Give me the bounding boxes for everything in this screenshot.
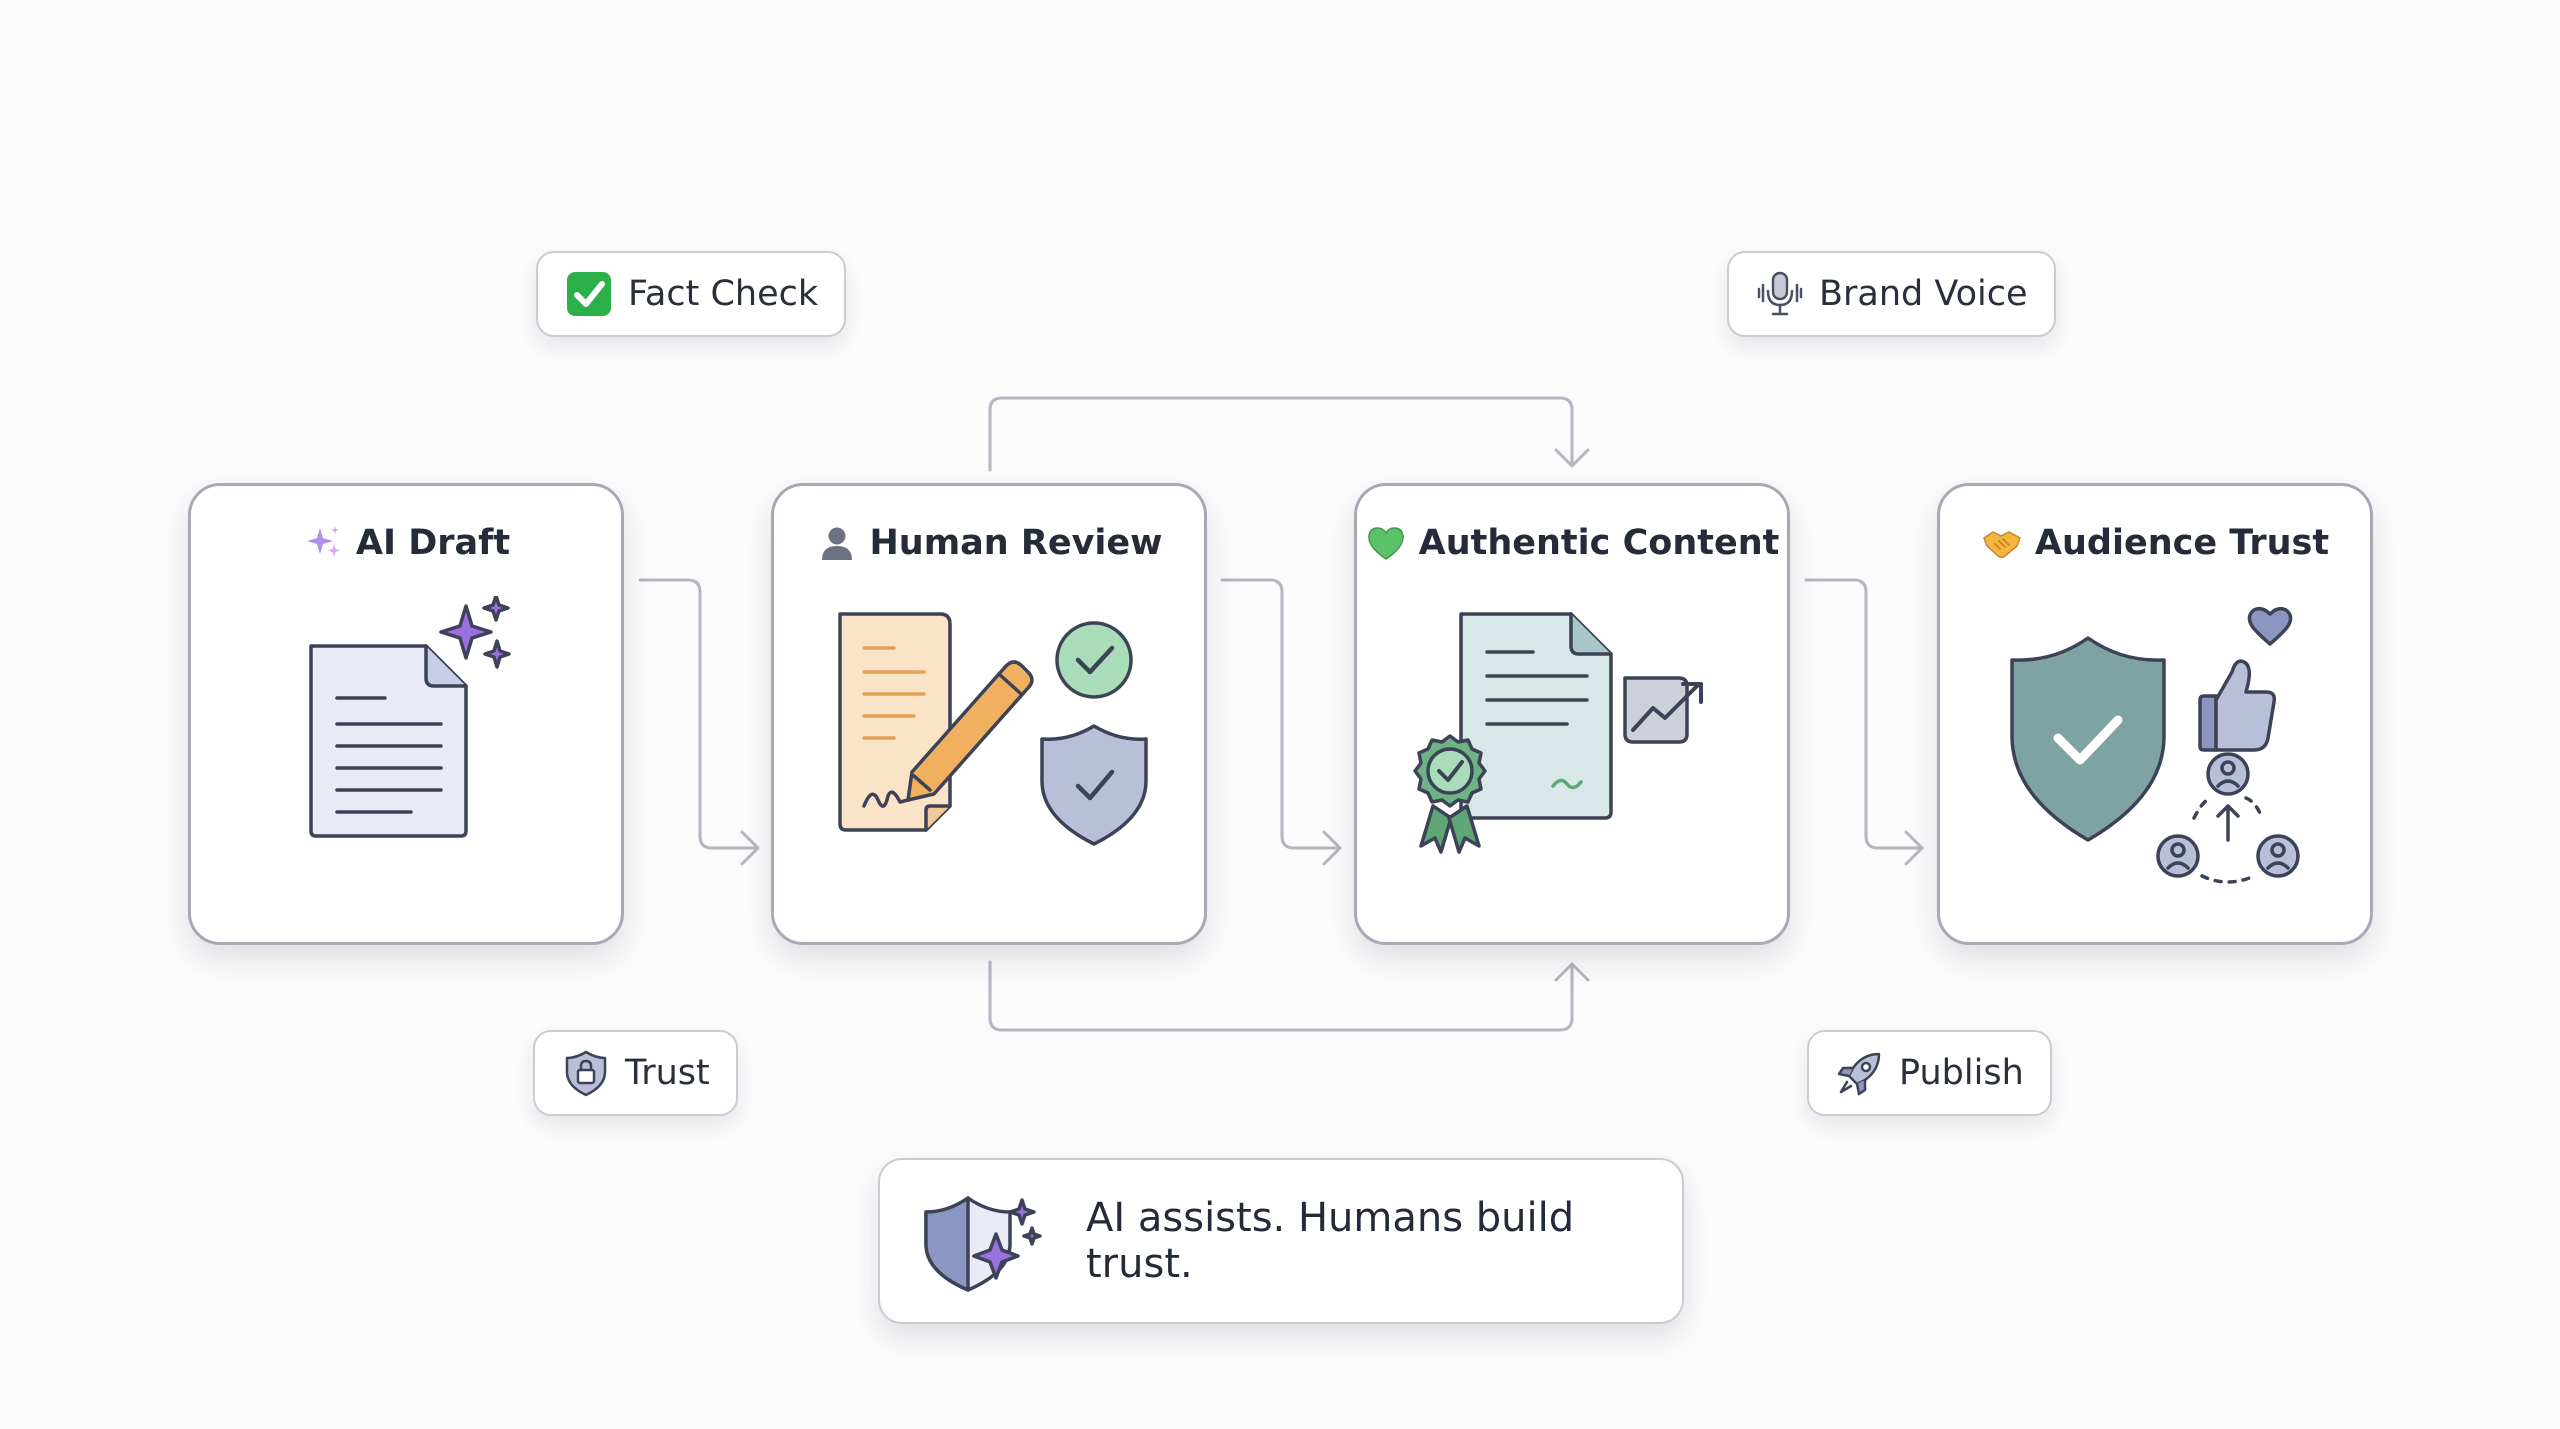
arrow-loop-bottom	[988, 960, 1574, 1032]
badge-label: Publish	[1899, 1053, 2024, 1093]
stage-title-text: AI Draft	[355, 523, 511, 563]
stage-card-audience-trust: Audience Trust	[1937, 483, 2373, 945]
stage-title-text: Audience Trust	[2034, 523, 2330, 563]
sparkles-icon	[302, 522, 344, 564]
arrow-authentic-content-to-audience-trust	[1804, 578, 1924, 850]
arrow-head	[1322, 830, 1342, 866]
stage-title-human-review: Human Review	[774, 522, 1204, 564]
stage-title-ai-draft: AI Draft	[191, 522, 621, 564]
person-icon	[816, 522, 858, 564]
arrow-head	[740, 830, 760, 866]
microphone-icon	[1755, 269, 1805, 319]
arrow-head	[1554, 962, 1590, 982]
check-box-icon	[564, 269, 614, 319]
stage-card-ai-draft: AI Draft	[188, 483, 624, 945]
certified-document-illustration	[1357, 596, 1793, 926]
stage-title-audience-trust: Audience Trust	[1940, 522, 2370, 564]
rocket-icon	[1835, 1048, 1885, 1098]
stage-card-human-review: Human Review	[771, 483, 1207, 945]
badge-label: Brand Voice	[1819, 274, 2028, 314]
stage-title-authentic-content: Authentic Content	[1357, 522, 1787, 564]
handshake-icon	[1981, 522, 2023, 564]
stage-title-text: Human Review	[869, 523, 1163, 563]
arrow-loop-top	[988, 396, 1574, 472]
badge-fact-check: Fact Check	[536, 251, 847, 337]
stage-title-text: Authentic Content	[1418, 523, 1780, 563]
badge-publish: Publish	[1807, 1030, 2052, 1116]
badge-brand-voice: Brand Voice	[1727, 251, 2056, 337]
arrow-head	[1904, 830, 1924, 866]
shield-sparkle-icon	[916, 1186, 1046, 1296]
badge-label: Fact Check	[628, 274, 819, 314]
badge-label: Trust	[625, 1053, 710, 1093]
shield-community-illustration	[1940, 596, 2376, 926]
shield-lock-icon	[561, 1048, 611, 1098]
badge-trust: Trust	[533, 1030, 738, 1116]
arrow-head	[1554, 448, 1590, 468]
arrow-human-review-to-authentic-content	[1220, 578, 1342, 850]
arrow-ai-draft-to-human-review	[638, 578, 760, 850]
signed-document-pencil-illustration	[774, 596, 1210, 926]
green-heart-icon	[1365, 522, 1407, 564]
document-sparkle-illustration	[191, 596, 627, 926]
stage-card-authentic-content: Authentic Content	[1354, 483, 1790, 945]
tagline-text: AI assists. Humans build trust.	[1086, 1195, 1575, 1287]
tagline-box: AI assists. Humans build trust.	[878, 1158, 1684, 1324]
